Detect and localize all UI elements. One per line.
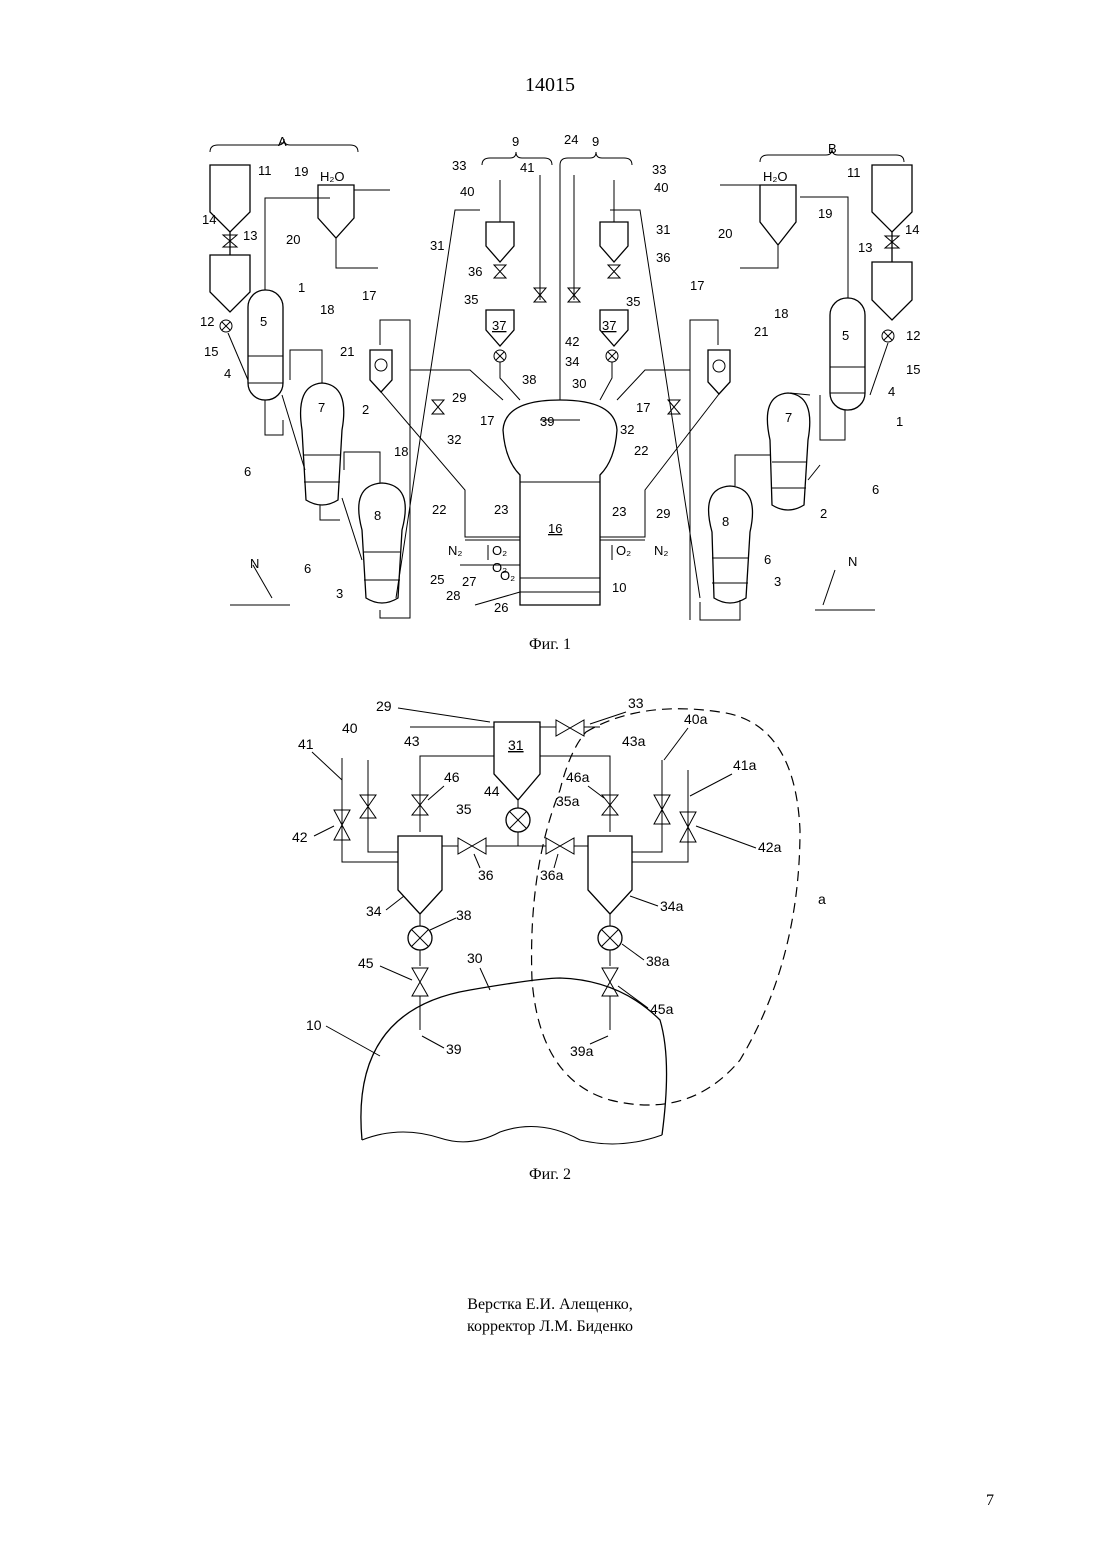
fig2-label-40a: 40a (684, 711, 708, 727)
fig2-label-35: 35 (456, 801, 472, 817)
fig2-label-a: a (818, 891, 826, 907)
fig2-label-31: 31 (508, 737, 524, 753)
fig2-label-42a: 42a (758, 839, 782, 855)
fig2-label-45a: 45a (650, 1001, 674, 1017)
fig2-label-41: 41 (298, 736, 314, 752)
credits-block: Верстка Е.И. Алещенко, корректор Л.М. Би… (0, 1294, 1100, 1338)
credit-corrector: корректор Л.М. Биденко (0, 1316, 1100, 1338)
fig2-label-40: 40 (342, 720, 358, 736)
fig2-label-38a: 38a (646, 953, 670, 969)
fig2-label-45: 45 (358, 955, 374, 971)
page-number: 7 (986, 1492, 994, 1510)
fig2-label-46a: 46a (566, 769, 590, 785)
fig2-label-46: 46 (444, 769, 460, 785)
fig2-label-33: 33 (628, 695, 644, 711)
fig2-label-34: 34 (366, 903, 382, 919)
fig2-label-44: 44 (484, 783, 500, 799)
fig2-label-36: 36 (478, 867, 494, 883)
figure-2-diagram: 29 31 33 41 40 43 46 44 35 36 42 34 38 4… (0, 0, 1100, 1180)
fig2-label-43: 43 (404, 733, 420, 749)
fig2-label-43a: 43a (622, 733, 646, 749)
fig2-label-39: 39 (446, 1041, 462, 1057)
fig2-label-38: 38 (456, 907, 472, 923)
fig2-label-42: 42 (292, 829, 308, 845)
figure-2-caption: Фиг. 2 (0, 1166, 1100, 1184)
credit-layout: Верстка Е.И. Алещенко, (0, 1294, 1100, 1316)
fig2-label-41a: 41a (733, 757, 757, 773)
fig2-label-35a: 35a (556, 793, 580, 809)
fig2-label-10: 10 (306, 1017, 322, 1033)
fig2-label-29: 29 (376, 698, 392, 714)
fig2-label-30: 30 (467, 950, 483, 966)
fig2-label-36a: 36a (540, 867, 564, 883)
fig2-label-39a: 39a (570, 1043, 594, 1059)
fig2-label-34a: 34a (660, 898, 684, 914)
